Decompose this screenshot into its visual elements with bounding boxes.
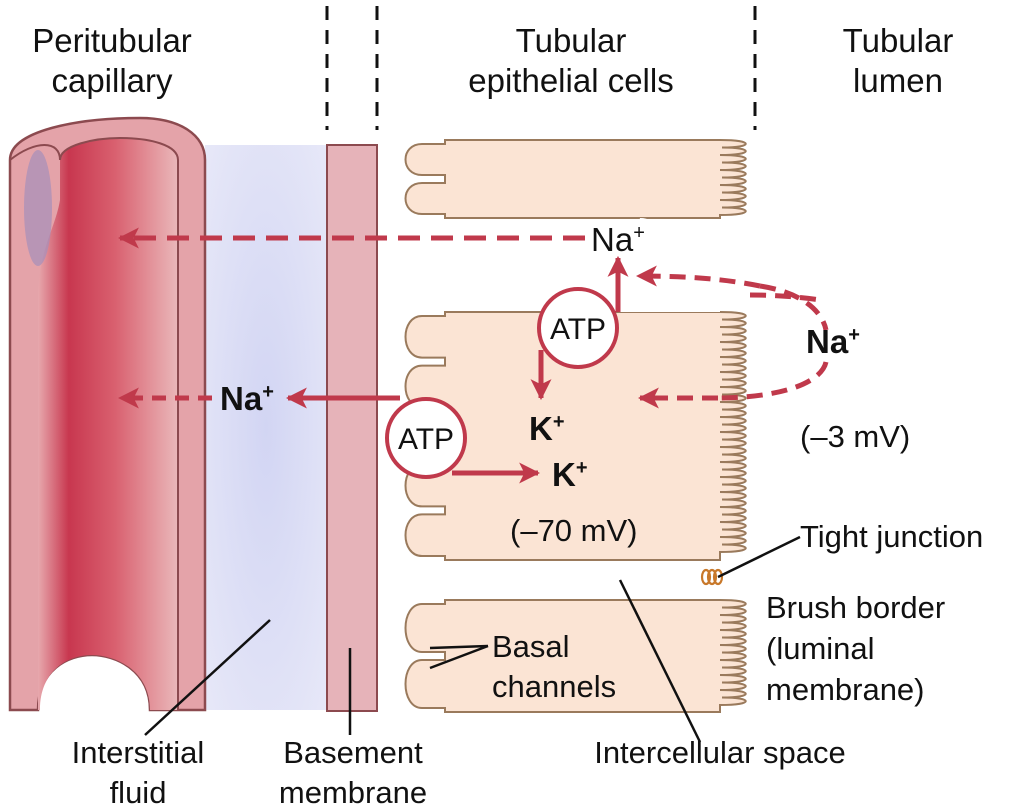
interstitial-fluid-label-1: Interstitial [72, 735, 205, 770]
epithelial-cell-top [444, 139, 747, 219]
epithelial-cell-middle-basal-fold [404, 315, 446, 359]
labels: Peritubular capillary Tubular epithelial… [32, 22, 983, 810]
peritubular-capillary-label-2: capillary [51, 62, 173, 99]
epithelial-cell-bottom-basal-fold [404, 659, 446, 709]
k-lower-label: K+ [552, 456, 588, 493]
transport-arrows [117, 227, 829, 484]
intercellular-space-label: Intercellular space [594, 735, 846, 770]
k-upper-label: K+ [529, 410, 565, 447]
atp-pump-lower: ATP [385, 397, 467, 479]
peritubular-capillary-label-1: Peritubular [32, 22, 192, 59]
tubular-epithelial-label-2: epithelial cells [468, 62, 673, 99]
na-lumen-label: Na+ [806, 323, 860, 360]
tight-junction-marker [700, 568, 724, 586]
epithelial-cell-top-basal-fold [404, 182, 446, 215]
basement-membrane-label-1: Basement [283, 735, 423, 770]
interstitial-fluid-label-2: fluid [110, 775, 167, 810]
tubular-lumen-label-1: Tubular [843, 22, 954, 59]
na-entry-arrow-upper-tail [635, 265, 761, 289]
brush-border-label-2: (luminal [766, 631, 875, 666]
na-entry-arrow-upper [749, 292, 821, 303]
tubular-lumen-label-2: lumen [853, 62, 943, 99]
atp-pump-upper: ATP [537, 287, 619, 369]
epithelial-cell-top-basal-fold [404, 143, 446, 176]
brush-border-label-1: Brush border [766, 590, 945, 625]
leader-lines [144, 535, 801, 743]
basement-membrane [326, 144, 378, 712]
na-top-label: Na+ [591, 221, 645, 258]
na-lumen-loop [719, 283, 829, 401]
basal-channels-label-1: Basal [492, 629, 570, 664]
brush-border-label-3: membrane) [766, 672, 925, 707]
atp-upper-label: ATP [550, 313, 606, 346]
atp-lower-label: ATP [398, 423, 454, 456]
epithelial-cell-bottom-basal-fold [404, 603, 446, 653]
tight-junction-label: Tight junction [800, 519, 983, 554]
epithelial-cell-middle-basal-fold [404, 513, 446, 557]
na-interstitial-label: Na+ [220, 380, 274, 417]
intercellular-gap-upper [620, 218, 720, 312]
basement-membrane-label-2: membrane [279, 775, 427, 810]
tubular-epithelial-label-1: Tubular [516, 22, 627, 59]
lumen-potential-label: (–3 mV) [800, 419, 910, 454]
region-dividers [325, 6, 757, 130]
peritubular-capillary [8, 116, 207, 712]
basal-channels-label-2: channels [492, 669, 616, 704]
epithelial-cell-middle [444, 311, 747, 561]
cell-potential-label: (–70 mV) [510, 513, 637, 548]
